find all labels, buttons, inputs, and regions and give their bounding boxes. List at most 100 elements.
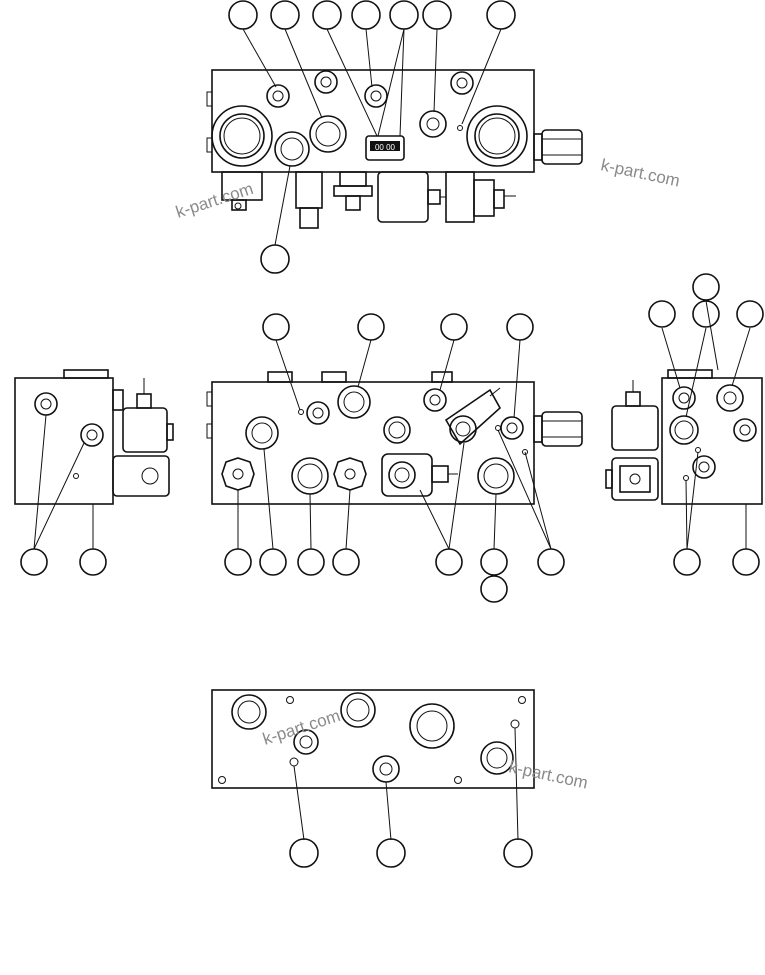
top-large-port-right xyxy=(466,105,528,167)
front-port xyxy=(500,416,524,440)
bottom-port-medium xyxy=(480,741,514,775)
front-view-tab xyxy=(206,423,213,439)
right-view-port xyxy=(672,386,696,410)
watermark-text: k-part.com xyxy=(260,706,342,749)
callout-bubble xyxy=(79,548,107,576)
callout-bubble xyxy=(357,313,385,341)
leader-lines xyxy=(33,28,751,841)
callout-bubble xyxy=(480,575,508,603)
left-view-port xyxy=(80,423,104,447)
callout-bubble xyxy=(736,300,764,328)
right-view-port xyxy=(692,455,716,479)
right-view-pin xyxy=(683,475,689,481)
top-port-medium xyxy=(309,115,347,153)
nameplate: 00 00 xyxy=(365,135,405,161)
top-port xyxy=(266,84,290,108)
callout-bubble xyxy=(224,548,252,576)
front-port-medium xyxy=(337,385,371,419)
front-port xyxy=(306,401,330,425)
right-view-solenoid xyxy=(605,380,659,501)
callout-bubble xyxy=(262,313,290,341)
right-side-view xyxy=(605,369,763,505)
top-port-medium xyxy=(274,131,310,167)
callout-bubble xyxy=(440,313,468,341)
right-view-port xyxy=(716,384,744,412)
front-port-large xyxy=(477,457,515,495)
watermark-text: k-part.com xyxy=(173,179,255,222)
callout-bubble xyxy=(289,838,319,868)
adjuster-knob xyxy=(333,171,373,211)
bottom-port-large xyxy=(409,703,455,749)
callout-bubble xyxy=(537,548,565,576)
front-view-block-outline xyxy=(211,381,535,505)
right-plug xyxy=(541,411,583,447)
solenoid-front xyxy=(381,453,458,497)
bottom-view xyxy=(211,689,535,789)
callout-bubble xyxy=(260,244,290,274)
top-cap xyxy=(63,369,109,379)
callout-bubble xyxy=(312,0,342,30)
left-fitting xyxy=(221,171,263,211)
callout-bubble xyxy=(422,0,452,30)
right-plug xyxy=(541,129,583,165)
callout-bubble xyxy=(692,273,720,301)
left-side-view xyxy=(14,369,174,505)
top-view: 00 00 xyxy=(206,69,583,229)
front-view-tab xyxy=(206,391,213,407)
callout-bubbles xyxy=(20,0,764,868)
bottom-pin xyxy=(518,696,526,704)
top-view-tab xyxy=(206,137,213,153)
solenoid-connector-top xyxy=(445,171,516,223)
callout-bubble xyxy=(389,0,419,30)
bottom-port-medium xyxy=(231,694,267,730)
right-plug-collar xyxy=(533,415,543,443)
bottom-port xyxy=(293,729,319,755)
callout-bubble xyxy=(376,838,406,868)
top-view-tab xyxy=(206,91,213,107)
bottom-view-block-outline xyxy=(211,689,535,789)
callout-bubble xyxy=(732,548,760,576)
cartridge-valve xyxy=(295,171,323,229)
callout-bubble xyxy=(692,300,720,328)
callout-bubble xyxy=(506,313,534,341)
bottom-pin xyxy=(289,757,299,767)
callout-bubble xyxy=(20,548,48,576)
front-view xyxy=(206,371,583,505)
top-port xyxy=(314,70,338,94)
front-port xyxy=(383,416,411,444)
callout-bubble xyxy=(673,548,701,576)
bottom-pin xyxy=(218,776,226,784)
angled-valve xyxy=(444,387,502,446)
right-view-pin xyxy=(695,447,701,453)
front-pin xyxy=(495,425,501,431)
adjuster-knob-front xyxy=(221,457,255,491)
nameplate-text: 00 00 xyxy=(375,143,396,152)
front-port-large xyxy=(291,457,329,495)
top-large-port-left xyxy=(211,105,273,167)
front-port-medium xyxy=(245,416,279,450)
front-pin xyxy=(298,409,304,415)
top-cap xyxy=(431,371,453,383)
callout-bubble xyxy=(648,300,676,328)
left-view-port xyxy=(34,392,58,416)
top-port xyxy=(419,110,447,138)
callout-bubble xyxy=(228,0,258,30)
callout-bubble xyxy=(270,0,300,30)
bottom-port xyxy=(372,755,400,783)
callout-bubble xyxy=(351,0,381,30)
callout-bubble xyxy=(259,548,287,576)
left-view-pin xyxy=(73,473,79,479)
left-view-solenoid xyxy=(112,378,174,497)
right-view-port xyxy=(733,418,757,442)
bottom-pin xyxy=(510,719,520,729)
bottom-pin xyxy=(454,776,462,784)
solenoid-coil-top xyxy=(377,171,446,223)
callout-bubble xyxy=(332,548,360,576)
top-cap xyxy=(667,369,713,379)
right-view-port-medium xyxy=(669,415,699,445)
front-port xyxy=(423,388,447,412)
top-cap xyxy=(267,371,293,383)
adjuster-knob-front xyxy=(333,457,367,491)
bottom-pin xyxy=(286,696,294,704)
